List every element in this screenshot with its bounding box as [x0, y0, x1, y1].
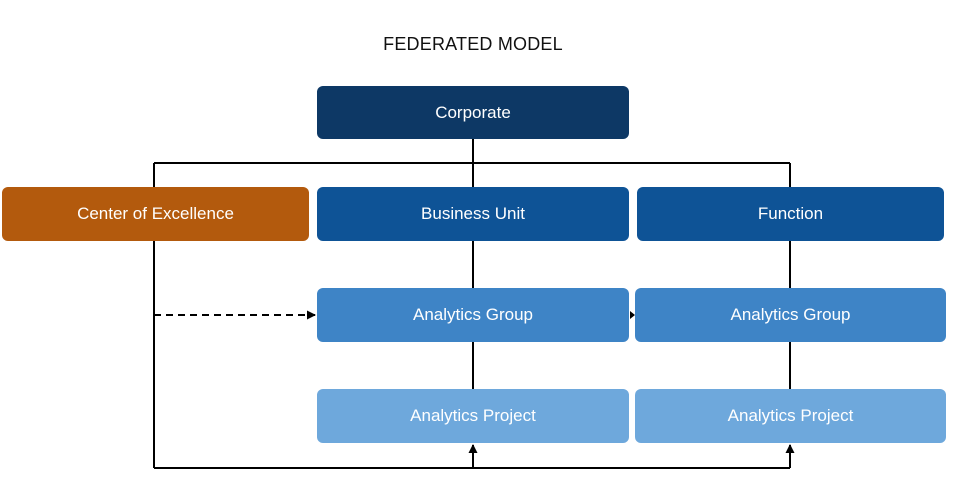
business-unit-box: Business Unit	[317, 187, 629, 241]
analytics-group-label: Analytics Group	[730, 305, 851, 324]
diagram-title: FEDERATED MODEL	[383, 34, 563, 54]
function-label: Function	[757, 204, 824, 223]
analytics-project-label: Analytics Project	[410, 406, 536, 425]
corporate-label: Corporate	[435, 102, 511, 122]
analytics-group-label: Analytics Group	[413, 305, 533, 324]
function-box: Function	[637, 187, 944, 241]
business-unit-label: Business Unit	[421, 204, 525, 223]
center-of-excellence-label: Center of Excellence	[77, 204, 234, 223]
analytics-group-box-business-unit: Analytics Group	[317, 288, 629, 342]
center-of-excellence-box: Center of Excellence	[2, 187, 309, 241]
analytics-project-box-function: Analytics Project	[635, 389, 946, 443]
analytics-project-label: Analytics Project	[727, 406, 854, 425]
analytics-group-box-function: Analytics Group	[635, 288, 946, 342]
corporate-box: Corporate	[317, 86, 629, 139]
small-arrowhead-between-groups	[630, 311, 635, 319]
analytics-project-box-business-unit: Analytics Project	[317, 389, 629, 443]
